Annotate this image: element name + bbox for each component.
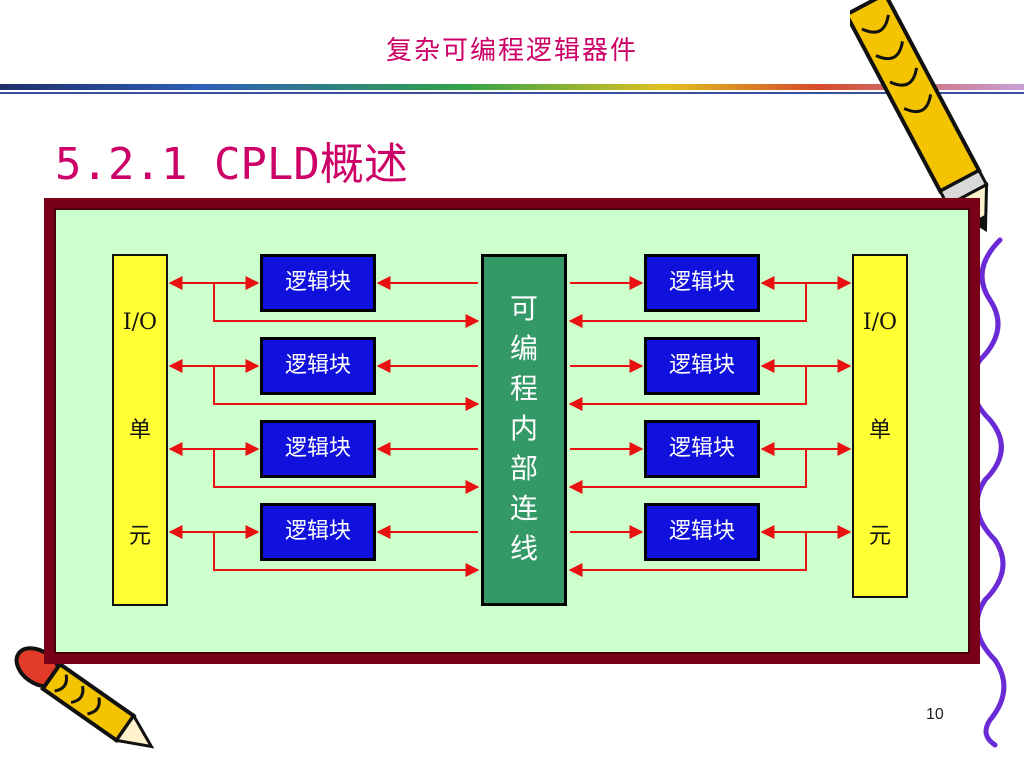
interconnect-wires xyxy=(168,276,852,577)
logic-block-right-2: 逻辑块 xyxy=(644,337,760,395)
interconnect-char-6: 连 xyxy=(509,492,538,525)
right-io-char-2: 元 xyxy=(868,524,891,549)
logic-block-left-1: 逻辑块 xyxy=(260,254,376,312)
wire-right-loop-4 xyxy=(568,532,807,577)
section-title: 5.2.1 CPLD概述 xyxy=(55,139,408,190)
slide-header-title: 复杂可编程逻辑器件 xyxy=(385,36,638,66)
right-io-char-1: 单 xyxy=(868,418,891,443)
logic-block-left-2: 逻辑块 xyxy=(260,337,376,395)
logic-block-left-3: 逻辑块 xyxy=(260,420,376,478)
interconnect-char-7: 线 xyxy=(509,532,538,565)
wire-right-loop-3 xyxy=(568,449,807,494)
pencil-icon xyxy=(14,646,155,749)
left-io-label: I/O xyxy=(122,310,158,335)
cpld-architecture-diagram: I/O 单 元 I/O 单 元 逻辑块 逻辑块 逻辑块 逻辑块 逻辑块 逻辑块 … xyxy=(44,198,980,664)
left-io-char-1: 单 xyxy=(128,418,151,443)
wire-left-loop-3 xyxy=(213,449,480,494)
interconnect-char-5: 部 xyxy=(509,452,538,485)
header-divider xyxy=(0,84,1024,90)
wire-left-loop-1 xyxy=(213,283,480,328)
diagram-canvas: I/O 单 元 I/O 单 元 逻辑块 逻辑块 逻辑块 逻辑块 逻辑块 逻辑块 … xyxy=(54,208,970,654)
interconnect-char-1: 可 xyxy=(509,292,538,325)
right-io-unit: I/O 单 元 xyxy=(852,254,908,598)
wire-right-loop-1 xyxy=(568,283,807,328)
interconnect-char-2: 编 xyxy=(509,332,538,365)
logic-block-left-4: 逻辑块 xyxy=(260,503,376,561)
wire-left-loop-4 xyxy=(213,532,480,577)
header-divider-thin xyxy=(0,92,1024,94)
logic-block-right-1: 逻辑块 xyxy=(644,254,760,312)
right-io-label: I/O xyxy=(862,310,898,335)
interconnect-char-4: 内 xyxy=(509,412,538,445)
interconnect-char-3: 程 xyxy=(509,372,538,405)
logic-block-right-3: 逻辑块 xyxy=(644,420,760,478)
logic-block-right-4: 逻辑块 xyxy=(644,503,760,561)
wire-left-loop-2 xyxy=(213,366,480,411)
left-io-unit: I/O 单 元 xyxy=(112,254,168,606)
page-number: 10 xyxy=(926,706,944,723)
wire-right-loop-2 xyxy=(568,366,807,411)
left-io-char-2: 元 xyxy=(128,524,151,549)
programmable-interconnect: 可 编 程 内 部 连 线 xyxy=(481,254,567,606)
